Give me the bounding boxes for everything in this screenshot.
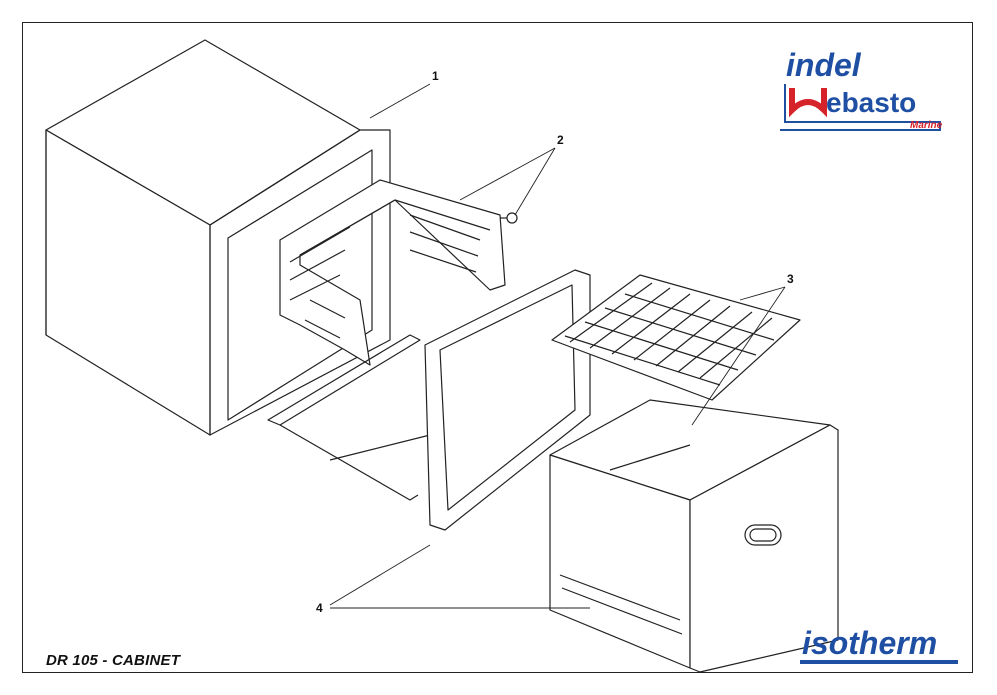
callout-4-leader-a: [329, 544, 431, 606]
drawer-rails: [267, 269, 591, 531]
callout-3-leader-b: [739, 286, 786, 301]
isotherm-logo: isotherm: [800, 625, 958, 664]
logo-marine-text: Marine: [910, 120, 943, 131]
callout-2-leader-a: [514, 147, 556, 216]
callout-2: 2: [557, 133, 564, 147]
logo-isotherm-text: isotherm: [802, 625, 937, 661]
diagram-frame: [22, 22, 973, 673]
diagram-title: DR 105 - CABINET: [46, 652, 181, 669]
indel-webasto-marine-logo: indel ebasto Marine: [780, 47, 943, 131]
callout-4: 4: [316, 601, 323, 615]
drawer-box: [549, 399, 839, 673]
callout-3-leader-a: [691, 286, 786, 426]
logo-indel-text: indel: [786, 47, 862, 83]
callout-1: 1: [432, 69, 439, 83]
callout-1-leader: [369, 83, 431, 119]
cabinet-housing: [45, 39, 391, 436]
evaporator-frame: [279, 179, 518, 366]
callout-3: 3: [787, 272, 794, 286]
logo-webasto-text: ebasto: [826, 87, 916, 118]
callout-2-leader-b: [459, 147, 556, 201]
